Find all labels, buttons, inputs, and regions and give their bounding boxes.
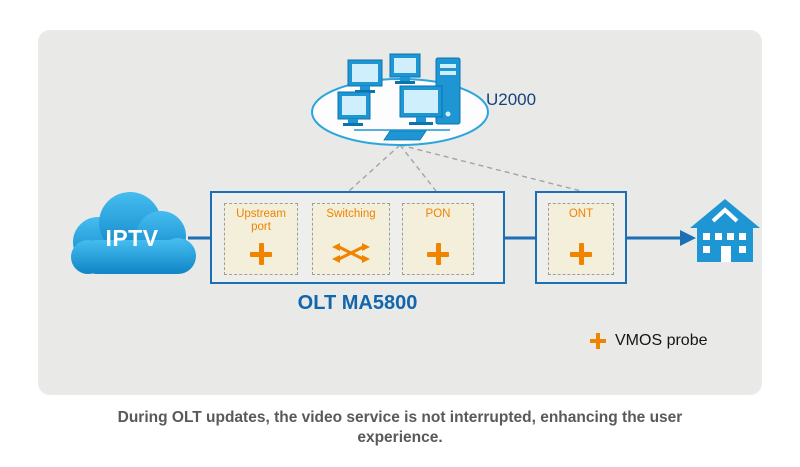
iptv-cloud-icon	[71, 192, 196, 274]
olt-box: Upstream port Switching PON	[210, 191, 505, 284]
module-upstream-port: Upstream port	[224, 203, 298, 275]
plus-icon	[250, 243, 272, 265]
module-label: ONT	[568, 208, 594, 220]
computer-icon	[347, 59, 383, 93]
nms-label: U2000	[486, 90, 537, 109]
module-ont: ONT	[548, 203, 614, 275]
plus-icon	[590, 333, 606, 349]
building-icon	[690, 199, 760, 262]
olt-title: OLT MA5800	[297, 292, 418, 314]
plus-icon	[570, 243, 592, 265]
module-label: Switching	[326, 208, 376, 220]
module-switching: Switching	[312, 203, 390, 275]
module-pon: PON	[402, 203, 474, 275]
diagram-panel: U2000 IPTV Upstream port Switching PON	[38, 30, 762, 395]
computer-icon	[337, 91, 371, 126]
legend-label: VMOS probe	[615, 332, 708, 349]
crossed-arrows-icon	[332, 243, 370, 263]
ont-box: ONT	[535, 191, 627, 284]
module-label: PON	[425, 208, 451, 220]
iptv-cloud-label: IPTV	[105, 225, 159, 251]
nms-dashed-links	[348, 144, 582, 192]
diagram-graphics	[71, 53, 760, 274]
plus-icon	[427, 243, 449, 265]
computer-icon	[389, 53, 421, 84]
computer-icon	[383, 85, 443, 141]
module-label: Upstream port	[236, 208, 286, 233]
caption-text: During OLT updates, the video service is…	[117, 409, 683, 447]
arrow-head-icon	[680, 230, 696, 246]
vmos-probe-legend: VMOS probe	[590, 332, 707, 350]
